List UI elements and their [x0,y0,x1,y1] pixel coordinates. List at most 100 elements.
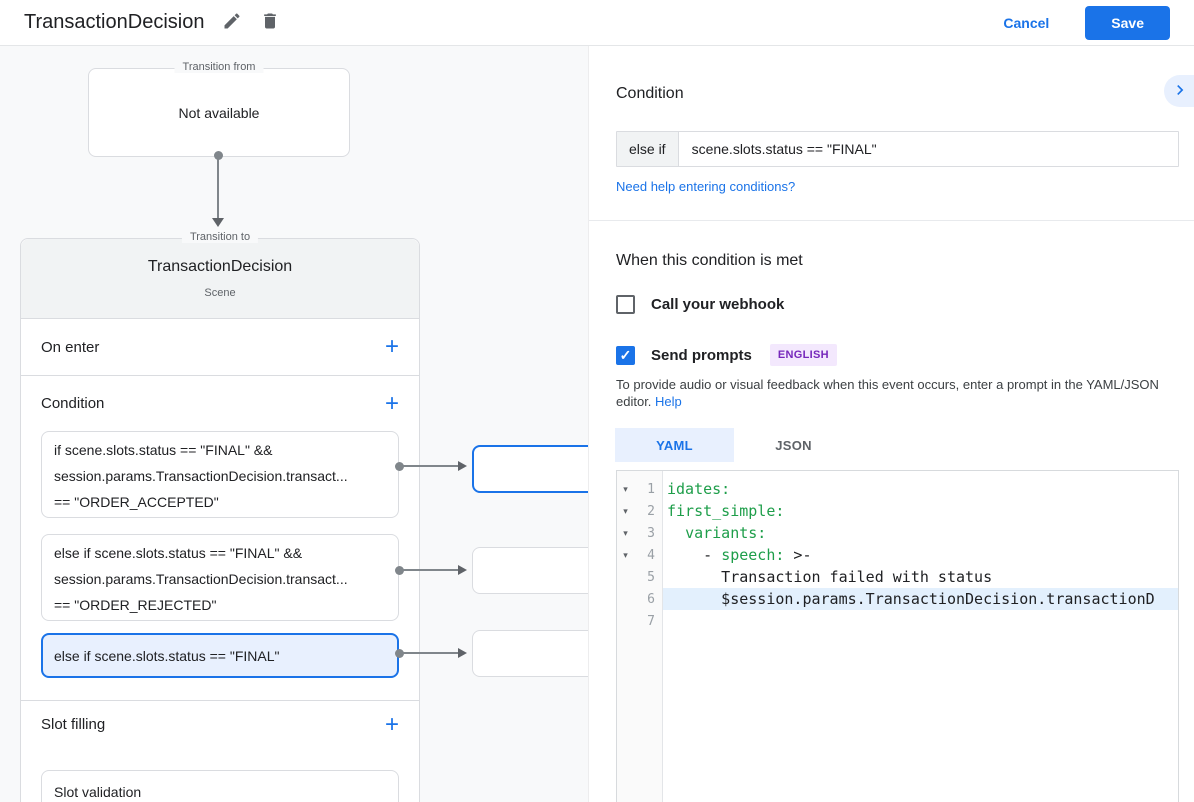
code-line: - speech: >- [663,544,1178,566]
transition-target-box[interactable] [472,630,588,677]
add-on-enter-button[interactable]: + [384,333,399,360]
connector-line [217,155,219,218]
panel-heading-condition: Condition [616,85,684,102]
line-number: 7 [647,613,655,629]
yaml-key: idates: [667,480,731,498]
fold-arrow-icon[interactable]: ▾ [623,549,628,560]
save-button[interactable]: Save [1085,5,1170,40]
slot-validation-label: Slot validation [54,783,142,800]
gutter-line: 6 [617,588,662,610]
condition-text-line: else if scene.slots.status == "FINAL" && [54,545,303,561]
gutter-line: 5 [617,566,662,588]
tab-yaml[interactable]: YAML [615,428,734,462]
line-number: 4 [647,547,655,563]
webhook-row: Call your webhook [616,295,784,314]
when-condition-met-heading: When this condition is met [616,252,803,269]
tab-json[interactable]: JSON [734,428,853,462]
code-line [663,610,1178,632]
code-text [667,524,685,542]
transition-to-box: Transition to TransactionDecision Scene … [20,231,420,802]
trash-icon [260,11,280,34]
condition-text-line: if scene.slots.status == "FINAL" && [54,442,273,458]
slot-validation-card[interactable]: Slot validation [41,770,399,802]
transition-target-box[interactable] [472,547,588,594]
condition-text-line: == "ORDER_ACCEPTED" [54,494,219,510]
send-prompts-label: Send prompts [651,346,752,364]
yaml-key: variants: [685,524,767,542]
arrow-right-icon [458,648,467,658]
code-text: >- [784,546,812,564]
scene-name: TransactionDecision [147,258,293,275]
connector-line [399,465,459,467]
condition-card-order-rejected[interactable]: else if scene.slots.status == "FINAL" &&… [41,534,399,621]
transition-from-content: Not available [178,104,260,121]
scene-card-header: TransactionDecision Scene [21,239,419,319]
call-webhook-checkbox[interactable] [616,295,635,314]
yaml-key: first_simple: [667,502,785,520]
feedback-text: To provide audio or visual feedback when… [616,377,1159,409]
gutter-line: ▾1 [617,478,662,500]
condition-text-line: else if scene.slots.status == "FINAL" [54,647,280,664]
arrow-down-icon [212,218,224,227]
condition-help-link[interactable]: Need help entering conditions? [616,179,796,194]
code-text: Transaction failed with status [667,568,993,586]
condition-input[interactable] [678,132,1178,166]
page-title: TransactionDecision [24,11,205,33]
collapse-panel-button[interactable] [1164,75,1194,107]
language-badge: ENGLISH [769,344,837,366]
condition-card-final-selected[interactable]: else if scene.slots.status == "FINAL" [41,633,399,678]
feedback-help-link[interactable]: Help [655,394,682,409]
code-line-highlighted: $session.params.TransactionDecision.tran… [663,588,1178,610]
editor-format-tabs: YAML JSON [615,428,853,462]
send-prompts-row: ✓ Send prompts ENGLISH [616,344,837,366]
condition-prefix: else if [617,132,679,166]
code-line: variants: [663,522,1178,544]
pencil-icon [222,11,242,34]
code-area[interactable]: idates: first_simple: variants: - speech… [663,471,1178,802]
transition-target-box-selected[interactable] [472,445,588,493]
header-title-group: TransactionDecision [24,11,280,34]
cancel-button[interactable]: Cancel [987,7,1065,39]
panel-divider [589,220,1194,221]
gutter-line: ▾2 [617,500,662,522]
condition-cards: if scene.slots.status == "FINAL" && sess… [21,431,419,678]
delete-button[interactable] [260,11,280,34]
header-actions: Cancel Save [987,5,1170,40]
condition-text-line: session.params.TransactionDecision.trans… [54,468,348,484]
line-number: 5 [647,569,655,585]
code-line: Transaction failed with status [663,566,1178,588]
fold-arrow-icon[interactable]: ▾ [623,483,628,494]
yaml-key: speech: [721,546,785,564]
edit-button[interactable] [222,11,242,34]
connector-line [399,652,459,654]
condition-card-order-accepted[interactable]: if scene.slots.status == "FINAL" && sess… [41,431,399,518]
arrow-right-icon [458,565,467,575]
scene-diagram: Transition from Not available Transition… [0,46,588,802]
slot-filling-label: Slot filling [41,716,106,733]
condition-section-row: Condition + [21,376,419,431]
header: TransactionDecision Cancel Save [0,0,1194,46]
condition-text-line: == "ORDER_REJECTED" [54,597,217,613]
condition-editor-panel: Condition else if Need help entering con… [588,46,1194,802]
line-number: 3 [647,525,655,541]
yaml-code-editor: ▾1 ▾2 ▾3 ▾4 5 6 7 idates: first_simple: … [616,470,1179,802]
add-slot-button[interactable]: + [384,710,399,738]
line-number: 1 [647,481,655,497]
add-condition-button[interactable]: + [384,389,399,417]
code-text: $session.params.TransactionDecision.tran… [667,590,1155,608]
line-number: 6 [647,591,655,607]
checkmark-icon: ✓ [619,346,632,363]
on-enter-label: On enter [41,338,100,356]
transition-from-legend: Transition from [174,61,264,73]
condition-section-label: Condition [41,395,105,412]
transition-from-box: Transition from Not available [88,61,350,157]
feedback-hint: To provide audio or visual feedback when… [616,376,1182,410]
call-webhook-label: Call your webhook [651,296,785,313]
scene-type: Scene [204,287,236,299]
fold-arrow-icon[interactable]: ▾ [623,527,628,538]
fold-arrow-icon[interactable]: ▾ [623,505,628,516]
line-number: 2 [647,503,655,519]
send-prompts-checkbox[interactable]: ✓ [616,345,635,365]
condition-text-line: session.params.TransactionDecision.trans… [54,571,348,587]
code-text: - [667,546,722,564]
